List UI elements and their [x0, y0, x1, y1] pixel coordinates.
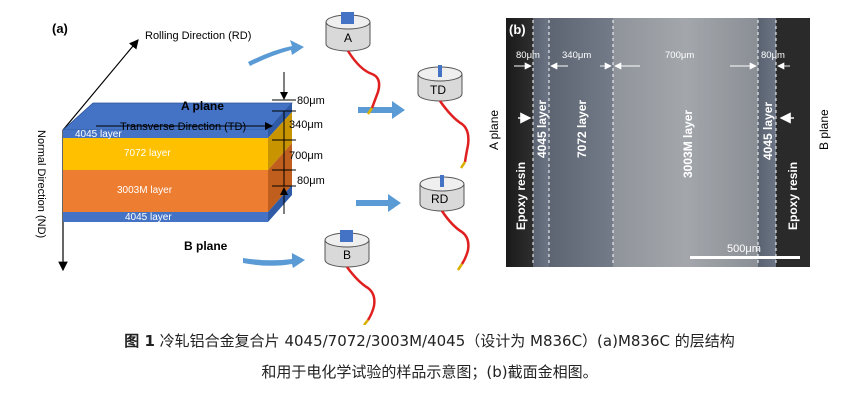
layer-label-7072: 7072 layer	[124, 148, 171, 159]
sample-rd-label: RD	[431, 192, 449, 206]
layer-7072-label: 7072 layer	[575, 100, 589, 158]
dim-340: 340μm	[289, 119, 323, 131]
rd-axis	[62, 39, 139, 131]
panel-a: (a) Rolling Direction (RD) Normal Direct…	[35, 12, 470, 325]
width-80-right: 80μm	[761, 50, 785, 61]
sample-a-label: A	[344, 31, 352, 45]
scale-bar	[690, 256, 800, 259]
region-7072	[549, 18, 613, 267]
caption-line-2: 和用于电化学试验的样品示意图；(b)截面金相图。	[261, 363, 598, 381]
sample-rd: RD	[419, 175, 470, 271]
dim-80-top: 80μm	[297, 95, 325, 107]
epoxy-left-region	[506, 18, 533, 267]
epoxy-right-label: Epoxy resin	[786, 162, 800, 230]
layer-label-4045-bottom: 4045 layer	[125, 212, 172, 223]
sample-td-window	[438, 65, 442, 77]
dim-80-bottom: 80μm	[297, 175, 325, 187]
side-4045-top	[268, 103, 292, 138]
panel-a-label: (a)	[52, 21, 68, 36]
sample-a: A	[325, 12, 381, 115]
nd-label: Normal Direction (ND)	[35, 130, 47, 238]
front-4045-top	[63, 130, 268, 138]
sample-td: TD	[417, 65, 470, 169]
sample-rd-window	[440, 175, 444, 187]
region-4045-right	[758, 18, 776, 267]
width-80-left: 80μm	[516, 50, 540, 61]
front-3003m	[63, 170, 268, 212]
front-4045-bottom	[63, 212, 268, 222]
region-3003m	[613, 18, 758, 267]
sample-td-label: TD	[430, 83, 446, 97]
width-700: 700μm	[665, 50, 694, 61]
rd-label: Rolling Direction (RD)	[145, 30, 251, 42]
side-7072	[268, 112, 292, 170]
layer-3003m-label: 3003M layer	[681, 110, 695, 178]
a-plane-label: A plane	[181, 99, 224, 113]
epoxy-right-region	[776, 18, 810, 267]
caption-line-1: 图 1 冷轧铝合金复合片 4045/7072/3003M/4045（设计为 M8…	[0, 330, 859, 351]
b-panel-b-plane-label: B plane	[817, 109, 831, 150]
width-340: 340μm	[562, 50, 591, 61]
layer-4045-right-label: 4045 layer	[761, 102, 775, 160]
sample-b-window	[340, 230, 353, 242]
layer-label-4045-top: 4045 layer	[75, 129, 122, 140]
figure: (a) Rolling Direction (RD) Normal Direct…	[35, 12, 831, 325]
caption-text-1: 冷轧铝合金复合片 4045/7072/3003M/4045（设计为 M836C）…	[159, 332, 735, 350]
layer-4045-left-label: 4045 layer	[535, 100, 549, 158]
region-4045-left	[533, 18, 549, 267]
td-label: Transverse Direction (TD)	[120, 121, 246, 133]
sample-a-window	[341, 12, 354, 24]
b-plane-label: B plane	[184, 239, 228, 253]
panel-b: (b) 80μm 340μm 700μm 80μm 4045 layer 707…	[487, 18, 831, 267]
dim-700: 700μm	[289, 150, 323, 162]
dimension-lines	[272, 72, 296, 214]
b-panel-a-plane-label: A plane	[487, 110, 501, 150]
front-7072	[63, 138, 268, 170]
panel-b-label: (b)	[509, 22, 526, 37]
sample-b-label: B	[343, 248, 351, 262]
process-arrows	[243, 40, 405, 268]
scale-bar-label: 500μm	[727, 243, 761, 255]
figure-number: 图 1	[124, 332, 155, 350]
layer-boundaries	[532, 20, 777, 265]
sample-b: B	[324, 230, 376, 325]
epoxy-left-label: Epoxy resin	[514, 162, 528, 230]
layer-label-3003m: 3003M layer	[117, 185, 173, 196]
side-3003m	[268, 143, 292, 212]
